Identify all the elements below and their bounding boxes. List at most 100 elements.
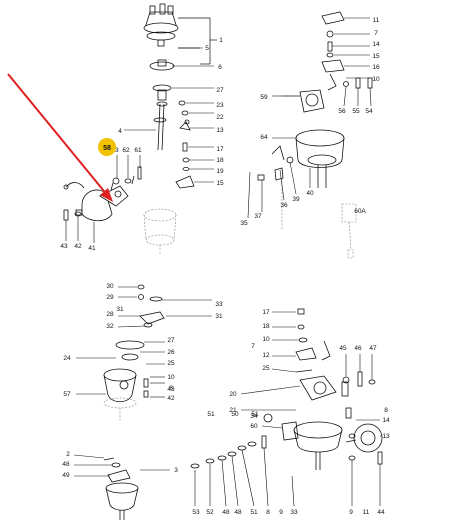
callout-label: 15 — [372, 53, 380, 60]
callout-label: 39 — [292, 196, 300, 203]
callout-label: 24 — [63, 355, 71, 362]
callout-label: 31 — [215, 313, 223, 320]
callout-label: 49 — [62, 472, 70, 479]
callout-label: 57 — [63, 391, 71, 398]
callout-label: 34 — [250, 413, 258, 420]
callout-label: 35 — [240, 220, 248, 227]
callout-label: 45 — [339, 345, 347, 352]
callout-label: 48 — [222, 509, 230, 516]
callout-label: 51 — [251, 411, 259, 418]
callout-label: 42 — [167, 395, 175, 402]
callout-label: 5 — [205, 45, 209, 52]
callout-label: 25 — [167, 360, 175, 367]
parts-bottom-right-column — [295, 308, 376, 397]
callout-label: 17 — [216, 146, 224, 153]
callout-label: 56 — [338, 108, 346, 115]
callout-label: 60A — [354, 208, 366, 215]
callout-label: 4 — [118, 128, 122, 135]
callout-label: 27 — [167, 337, 175, 344]
callout-label: 25 — [262, 365, 270, 372]
callout-label: 59 — [260, 94, 268, 101]
leader-lines — [65, 17, 382, 507]
callout-label: 21 — [229, 407, 237, 414]
callout-label: 17 — [262, 309, 270, 316]
callout-label: 23 — [216, 102, 224, 109]
callout-label: 13 — [382, 433, 390, 440]
parts-top-right-column — [321, 11, 373, 91]
leader-line — [369, 87, 372, 107]
callout-label: 14 — [372, 41, 380, 48]
callout-label: 3 — [174, 467, 178, 474]
vacuum-unit-top-left — [63, 182, 129, 222]
leader-line — [279, 169, 285, 201]
ghost-distributor-top-right — [281, 178, 357, 259]
callout-label: 53 — [192, 509, 200, 516]
callout-label: 52 — [206, 509, 214, 516]
callout-label: 32 — [106, 323, 114, 330]
leader-line — [289, 161, 297, 195]
callout-label: 7 — [251, 343, 255, 350]
small-parts-top-left — [63, 166, 142, 221]
callout-label: 48 — [234, 509, 242, 516]
callout-label: 60 — [250, 423, 258, 430]
callout-label: 29 — [106, 294, 114, 301]
callout-label: 8 — [384, 407, 388, 414]
distributor-ghost-top — [143, 208, 177, 255]
distributor-shaft-bottom — [103, 457, 139, 520]
parts-bottom-left-column — [137, 284, 165, 328]
callout-label: 9 — [279, 509, 283, 516]
callout-label: 12 — [262, 352, 270, 359]
callout-label: 55 — [352, 108, 360, 115]
leader-line — [221, 459, 227, 507]
distributor-body-top-right — [257, 129, 345, 188]
leader-line — [240, 385, 301, 395]
callout-label: 1 — [219, 37, 223, 44]
callout-label: 42 — [74, 243, 82, 250]
callout-label: 33 — [215, 301, 223, 308]
callout-label: 44 — [377, 509, 385, 516]
callout-label: 8 — [169, 385, 173, 392]
callout-label: 64 — [260, 134, 268, 141]
callout-label: 11 — [363, 509, 370, 516]
vacuum-unit-top-right — [282, 89, 325, 113]
highlight-label: 58 — [103, 145, 111, 152]
callout-label: 27 — [216, 87, 224, 94]
callout-label: 6 — [218, 64, 222, 71]
callout-label: 43 — [167, 386, 175, 393]
ghost-distributor-bottom-left — [103, 397, 137, 422]
distributor-bottom-left — [103, 340, 149, 403]
callout-label: 40 — [306, 190, 314, 197]
callout-label: 18 — [216, 157, 224, 164]
callout-label: 8 — [266, 509, 270, 516]
callout-label: 36 — [280, 202, 288, 209]
callout-label: 54 — [365, 108, 373, 115]
callout-label: 7 — [374, 30, 378, 37]
callout-label: 10 — [167, 374, 175, 381]
callout-label: 11 — [373, 17, 380, 24]
callout-label: 41 — [88, 245, 96, 252]
callout-label: 31 — [116, 306, 124, 313]
callout-label: 47 — [369, 345, 377, 352]
callout-label: 43 — [60, 243, 68, 250]
vacuum-unit-bottom-right — [345, 407, 383, 465]
callout-label: 19 — [216, 168, 224, 175]
callout-label: 10 — [262, 336, 270, 343]
callout-label: 51 — [207, 411, 215, 418]
callout-label: 9 — [349, 509, 353, 516]
callout-label: 33 — [290, 509, 298, 516]
callout-label: 2 — [66, 451, 70, 458]
rotor — [149, 59, 175, 71]
leader-line — [231, 455, 239, 507]
callout-label: 61 — [134, 147, 142, 154]
callout-label: 28 — [106, 311, 114, 318]
callout-label: 22 — [216, 114, 224, 121]
callout-label: 14 — [382, 417, 390, 424]
leader-line — [343, 86, 347, 107]
callout-label: 10 — [372, 76, 380, 83]
callout-label: 18 — [262, 323, 270, 330]
small-parts-column-top — [175, 100, 195, 189]
leader-line — [263, 447, 269, 507]
leader-line — [261, 425, 283, 429]
